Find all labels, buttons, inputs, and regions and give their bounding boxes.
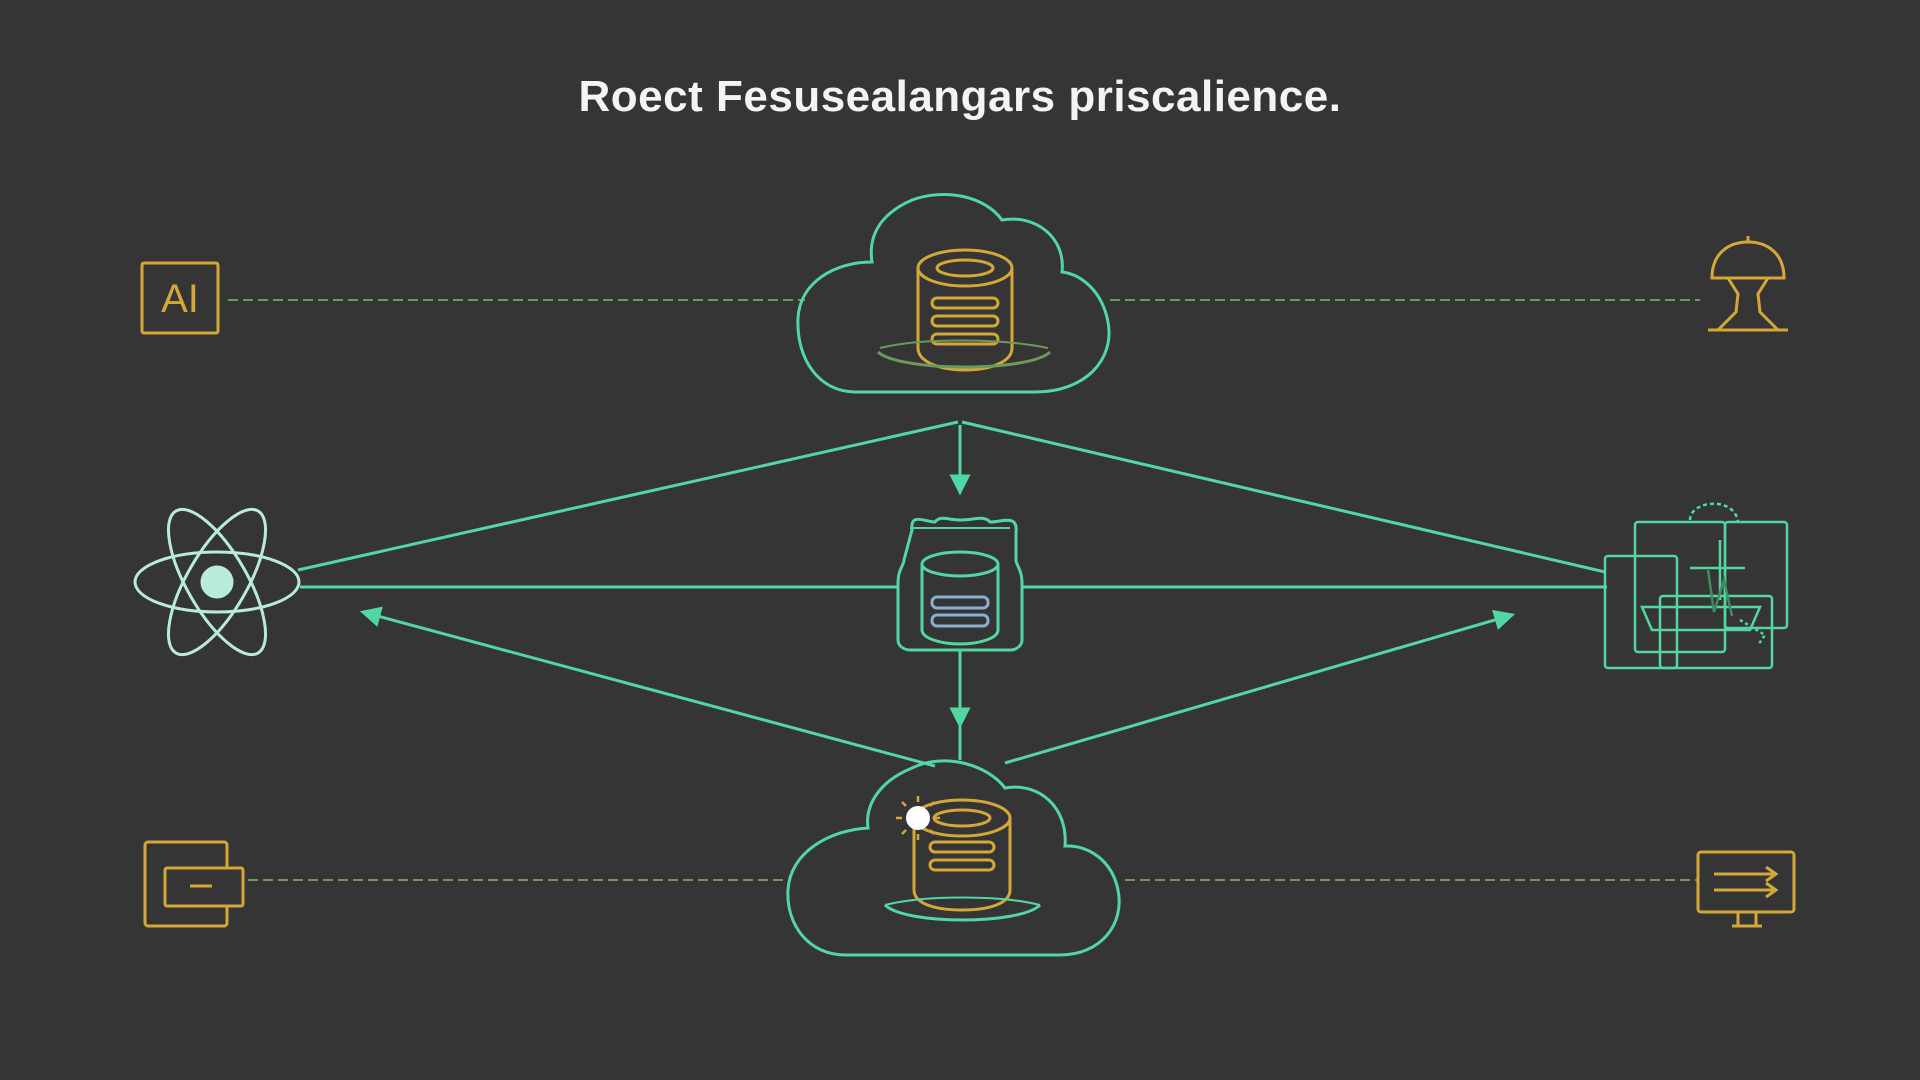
bottom-cloud-outline bbox=[786, 759, 1121, 957]
lamp-person-icon bbox=[1708, 236, 1788, 332]
dashboard-panels-icon bbox=[1603, 502, 1789, 670]
arrow-sign-icon bbox=[1696, 850, 1796, 928]
ai-badge-icon: AI bbox=[140, 261, 220, 335]
dashed-connectors bbox=[228, 299, 1700, 881]
connector-top-cloud-to-panels bbox=[961, 420, 1606, 574]
top-cloud-outline bbox=[796, 193, 1111, 394]
diagram-title: Roect Fesusealangars priscalience. bbox=[578, 72, 1342, 121]
cloud-database-icon bbox=[876, 248, 1052, 372]
bottom-cloud-node bbox=[786, 759, 1121, 957]
terminal-window-icon bbox=[143, 840, 245, 928]
connector-top-cloud-to-react bbox=[297, 420, 959, 572]
database-server-icon bbox=[896, 516, 1024, 652]
top-cloud-node bbox=[796, 193, 1111, 394]
connector-bottom-cloud-to-right-arrow bbox=[1004, 609, 1516, 765]
sparkle-icon bbox=[896, 796, 940, 840]
connector-bottom-cloud-to-left-arrow bbox=[359, 606, 936, 768]
react-atom-icon bbox=[133, 507, 301, 657]
ai-badge-label: AI bbox=[161, 277, 199, 321]
solid-connectors bbox=[297, 420, 1607, 768]
